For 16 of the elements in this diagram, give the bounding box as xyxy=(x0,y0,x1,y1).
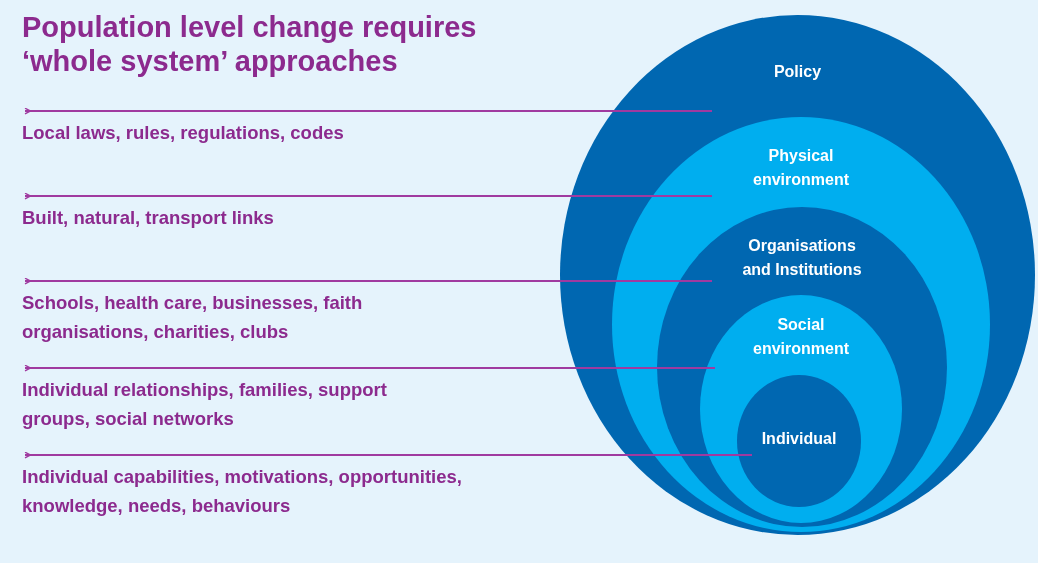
leader-line xyxy=(24,364,716,372)
leader-line xyxy=(24,277,713,285)
leader-line xyxy=(24,107,713,115)
band-label: Policy xyxy=(772,62,823,82)
band-label: Physical environment xyxy=(752,146,850,190)
band-label: Social environment xyxy=(752,315,850,359)
level-description: Built, natural, transport links xyxy=(22,206,275,230)
level-description: Individual relationships, families, support groups, social networks xyxy=(22,378,388,431)
level-description: Schools, health care, businesses, faith organisations, charities, clubs xyxy=(22,291,364,344)
band-label: Individual xyxy=(760,429,838,449)
leader-line xyxy=(24,451,753,459)
level-description: Local laws, rules, regulations, codes xyxy=(22,121,345,145)
title: Population level change requires ‘whole system’ approaches xyxy=(22,10,478,78)
leader-line xyxy=(24,192,713,200)
band-label: Organisations and Institutions xyxy=(741,236,863,280)
level-description: Individual capabilities, motivations, opportunities, knowledge, needs, behaviours xyxy=(22,465,463,518)
